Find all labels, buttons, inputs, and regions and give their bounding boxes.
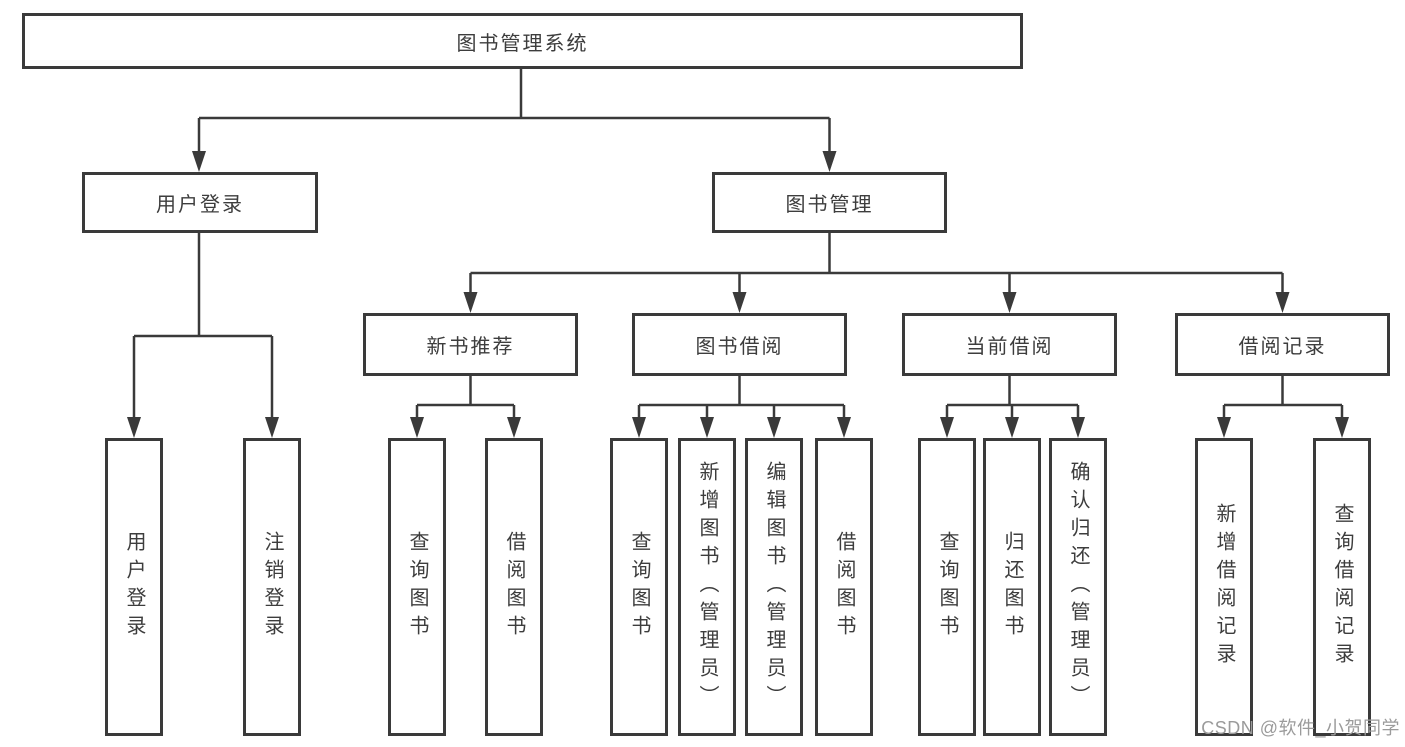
leaf-query-borrow-record: 查询借阅记录 bbox=[1313, 438, 1371, 736]
leaf-query-book-recommend: 查询图书 bbox=[388, 438, 446, 736]
leaf-add-book-admin: 新增图书（管理员） bbox=[678, 438, 736, 736]
node-label: 借阅记录 bbox=[1238, 336, 1327, 358]
node-book-borrowing: 图书借阅 bbox=[632, 313, 847, 376]
node-label: 图书管理 bbox=[785, 194, 874, 216]
leaf-add-borrow-record: 新增借阅记录 bbox=[1195, 438, 1253, 736]
leaf-borrow-book: 借阅图书 bbox=[815, 438, 873, 736]
node-label: 用户登录 bbox=[156, 194, 244, 216]
leaf-label: 借阅图书 bbox=[833, 531, 855, 643]
leaf-label: 用户登录 bbox=[123, 531, 145, 643]
leaf-edit-book-admin: 编辑图书（管理员） bbox=[745, 438, 803, 736]
csdn-watermark: CSDN @软件_小贺同学 bbox=[1201, 718, 1400, 738]
leaf-confirm-return-admin: 确认归还（管理员） bbox=[1049, 438, 1107, 736]
leaf-label: 归还图书 bbox=[1001, 531, 1023, 643]
node-book-management: 图书管理 bbox=[712, 172, 947, 233]
leaf-query-book-current: 查询图书 bbox=[918, 438, 976, 736]
leaf-label: 注销登录 bbox=[261, 531, 283, 643]
node-label: 新书推荐 bbox=[426, 336, 515, 358]
leaf-logout: 注销登录 bbox=[243, 438, 301, 736]
leaf-query-book-borrowing: 查询图书 bbox=[610, 438, 668, 736]
node-new-book-recommend: 新书推荐 bbox=[363, 313, 578, 376]
node-user-login: 用户登录 bbox=[82, 172, 318, 233]
leaf-label: 确认归还（管理员） bbox=[1067, 461, 1089, 713]
leaf-label: 借阅图书 bbox=[503, 531, 525, 643]
leaf-label: 查询图书 bbox=[406, 531, 428, 643]
leaf-label: 查询图书 bbox=[936, 531, 958, 643]
node-label: 图书借阅 bbox=[695, 336, 784, 358]
leaf-label: 编辑图书（管理员） bbox=[763, 461, 785, 713]
leaf-label: 新增借阅记录 bbox=[1213, 503, 1235, 671]
node-borrow-records: 借阅记录 bbox=[1175, 313, 1390, 376]
leaf-label: 查询借阅记录 bbox=[1331, 503, 1353, 671]
leaf-borrow-book-recommend: 借阅图书 bbox=[485, 438, 543, 736]
node-label: 图书管理系统 bbox=[456, 32, 589, 55]
leaf-user-login: 用户登录 bbox=[105, 438, 163, 736]
leaf-return-book: 归还图书 bbox=[983, 438, 1041, 736]
node-current-borrowing: 当前借阅 bbox=[902, 313, 1117, 376]
leaf-label: 新增图书（管理员） bbox=[696, 461, 718, 713]
leaf-label: 查询图书 bbox=[628, 531, 650, 643]
node-system-root: 图书管理系统 bbox=[22, 13, 1023, 69]
node-label: 当前借阅 bbox=[965, 336, 1054, 358]
